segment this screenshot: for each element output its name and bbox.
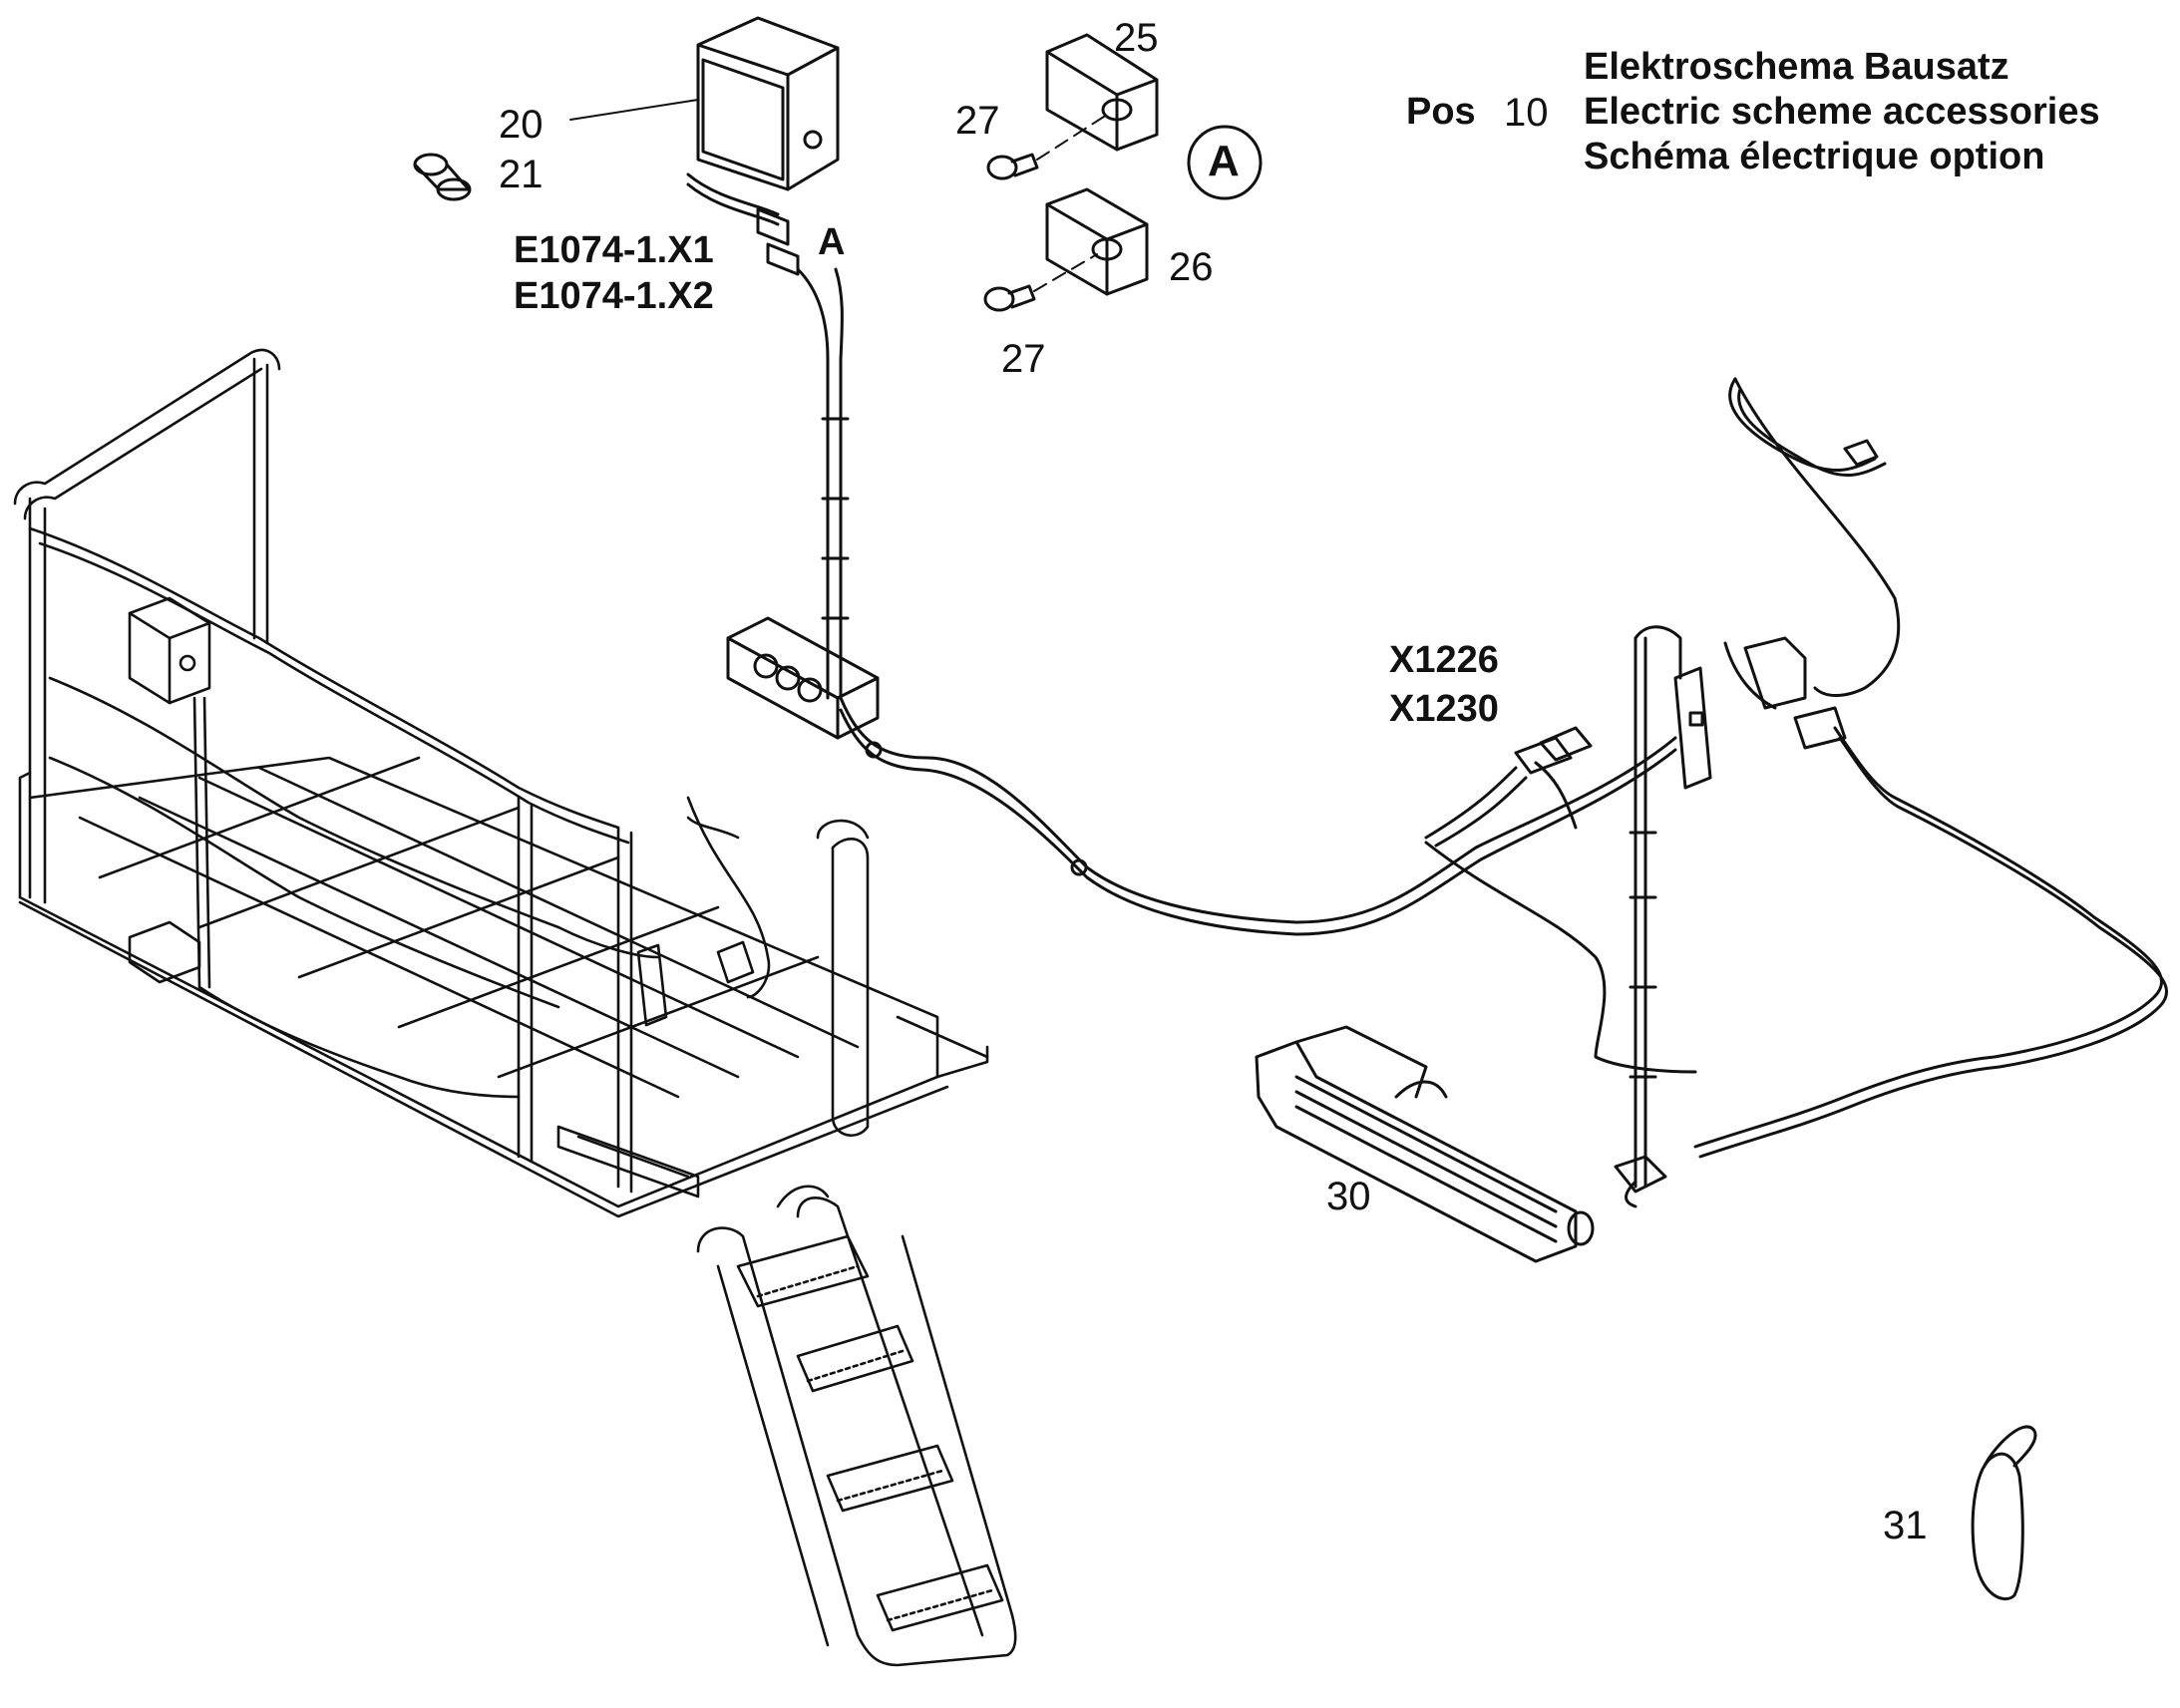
connector-label-x1226: X1226 (1389, 639, 1499, 681)
bolt-part-21 (413, 153, 472, 201)
pos-label: Pos (1406, 91, 1476, 133)
part-number-21: 21 (499, 153, 544, 196)
connector-label-e1074-x1: E1074-1.X1 (514, 229, 714, 271)
access-ladder (696, 1185, 1017, 1667)
part-number-31: 31 (1883, 1504, 1928, 1547)
part-number-27-lower: 27 (1001, 337, 1046, 381)
cable-assembly-x1226-x1230 (1424, 726, 1697, 1074)
part-number-25: 25 (1114, 16, 1159, 60)
connector-a-arrow: A (818, 221, 846, 263)
cable-loop-upper-right (1693, 377, 2168, 1159)
screw-part-27-lower (983, 253, 1098, 312)
clamp-part-26 (1045, 187, 1149, 296)
platform-frame (13, 348, 989, 1218)
junction-box-part-20 (686, 16, 840, 276)
title-de: Elektroschema Bausatz (1584, 46, 2009, 88)
part-number-20: 20 (499, 103, 544, 147)
cable-harness-main (796, 267, 1677, 936)
connector-label-e1074-x2: E1074-1.X2 (514, 275, 714, 317)
control-panel (726, 616, 880, 740)
connector-label-x1230: X1230 (1389, 688, 1499, 730)
actuator-part-30 (1255, 1025, 1595, 1263)
part-number-26: 26 (1169, 245, 1214, 289)
screw-part-27-upper (986, 114, 1108, 180)
part-number-30: 30 (1326, 1175, 1371, 1218)
pos-number: 10 (1504, 91, 1549, 135)
cable-strap-part-31 (1971, 1425, 2037, 1601)
title-fr: Schéma électrique option (1584, 136, 2045, 177)
detail-marker-a: A (1208, 137, 1240, 185)
title-en: Electric scheme accessories (1584, 91, 2100, 133)
part-number-27-upper: 27 (955, 99, 1000, 143)
clamp-part-25 (1045, 33, 1159, 152)
sensor-rod-assembly (1614, 625, 1712, 1208)
detail-marker-circle (1187, 125, 1263, 200)
